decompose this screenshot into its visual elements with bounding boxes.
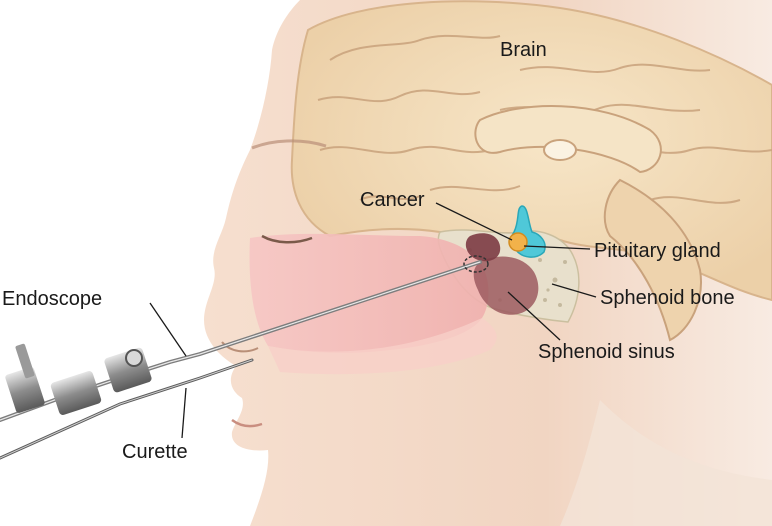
label-cancer: Cancer xyxy=(360,189,425,211)
label-endoscope: Endoscope xyxy=(2,288,102,310)
label-pituitary-gland: Pituitary gland xyxy=(594,240,721,262)
label-brain: Brain xyxy=(500,39,547,61)
ventricle xyxy=(544,140,576,160)
label-sphenoid-sinus: Sphenoid sinus xyxy=(538,341,675,363)
tumor xyxy=(509,233,527,251)
label-curette: Curette xyxy=(122,441,188,463)
curette-leader-line xyxy=(182,388,186,438)
endoscope-leader-line xyxy=(150,303,186,356)
label-sphenoid-bone: Sphenoid bone xyxy=(600,287,735,309)
